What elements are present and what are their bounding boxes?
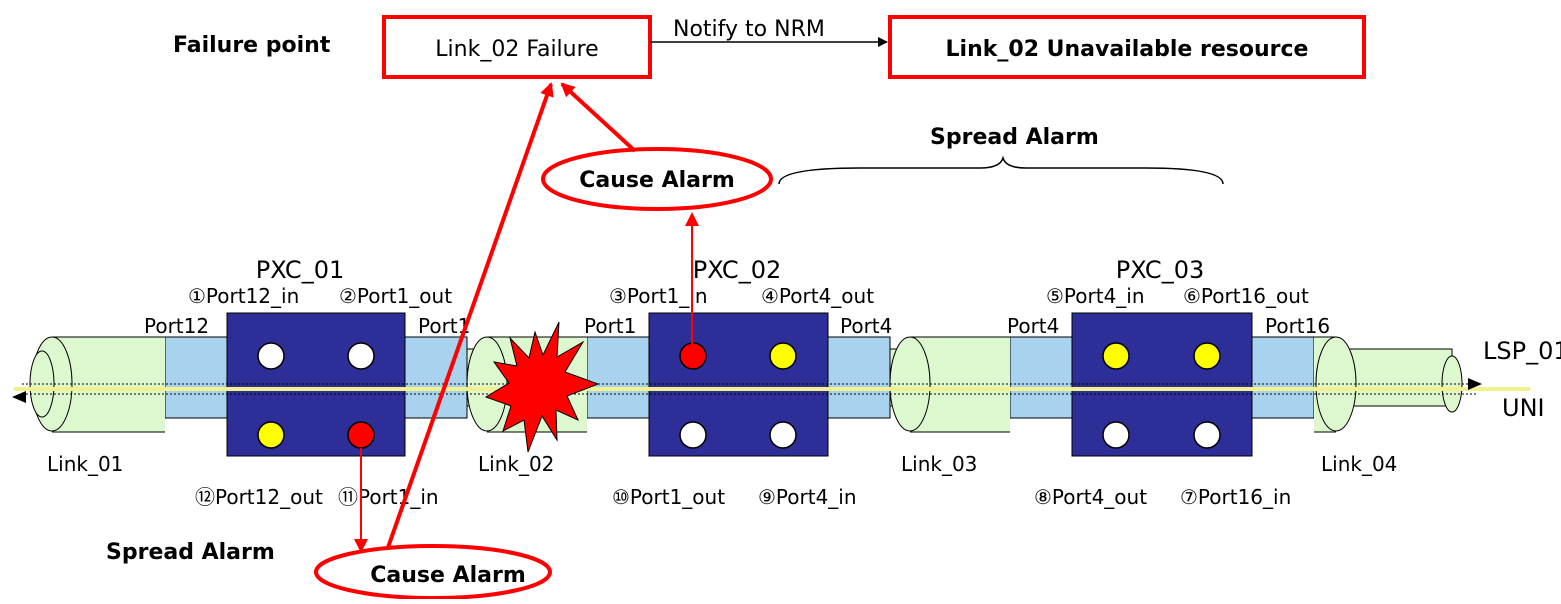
connector bbox=[164, 336, 228, 419]
node-bottom-label: ⑨Port4_in bbox=[758, 485, 857, 509]
port-dot bbox=[257, 342, 285, 370]
cause-alarm-top-ellipse bbox=[541, 147, 773, 211]
notify-label: Notify to NRM bbox=[673, 17, 825, 42]
port-dot bbox=[1102, 342, 1130, 370]
link-label: Link_04 bbox=[1321, 452, 1397, 476]
port-dot bbox=[769, 342, 797, 370]
port-dot bbox=[1102, 421, 1130, 449]
cause-to-failure-arrow bbox=[560, 82, 637, 153]
node-right-port: Port4 bbox=[840, 314, 892, 338]
port-dot bbox=[347, 342, 375, 370]
cause-alarm-top: Cause Alarm bbox=[579, 168, 735, 193]
node-name: PXC_02 bbox=[693, 256, 781, 284]
spread-alarm-top: Spread Alarm bbox=[930, 125, 1099, 150]
node-name: PXC_03 bbox=[1116, 256, 1204, 284]
unavailable-box-text: Link_02 Unavailable resource bbox=[946, 37, 1309, 62]
node-name: PXC_01 bbox=[256, 256, 344, 284]
uni-arrow-right bbox=[1468, 378, 1482, 390]
port-dot bbox=[679, 421, 707, 449]
port-dot bbox=[769, 421, 797, 449]
failure-box bbox=[382, 15, 652, 79]
node-bottom-label: ⑫Port12_out bbox=[195, 485, 323, 509]
cause-alarm-bottom: Cause Alarm bbox=[370, 563, 526, 588]
failure-burst-icon bbox=[484, 321, 600, 453]
cause-bottom-to-failure-arrow bbox=[383, 82, 554, 557]
link-label: Link_03 bbox=[901, 452, 977, 476]
lsp-label: LSP_01 bbox=[1483, 337, 1561, 365]
cause-alarm-bottom-ellipse bbox=[314, 544, 552, 600]
uni-label: UNI bbox=[1502, 394, 1545, 422]
link-label: Link_01 bbox=[47, 452, 123, 476]
spread-alarm-bottom: Spread Alarm bbox=[106, 540, 275, 565]
connector bbox=[586, 336, 650, 419]
port-dot bbox=[679, 342, 707, 370]
node-left-port: Port12 bbox=[144, 314, 209, 338]
connector bbox=[1009, 336, 1073, 419]
node-top-label: ①Port12_in bbox=[188, 284, 299, 308]
node-bottom-label: ⑪Port1_in bbox=[338, 485, 439, 509]
unavailable-box bbox=[888, 15, 1366, 79]
connector bbox=[827, 336, 891, 419]
node-right-port: Port16 bbox=[1265, 314, 1330, 338]
port-dot bbox=[257, 421, 285, 449]
node-left-port: Port4 bbox=[1007, 314, 1059, 338]
uni-arrow-left bbox=[12, 391, 26, 403]
node-bottom-label: ⑦Port16_in bbox=[1180, 485, 1291, 509]
node-top-label: ②Port1_out bbox=[339, 284, 452, 308]
node-left-port: Port1 bbox=[584, 314, 636, 338]
connector bbox=[1251, 336, 1315, 419]
port-dot bbox=[1193, 421, 1221, 449]
port-dot bbox=[1193, 342, 1221, 370]
spread-alarm-brace bbox=[778, 155, 1224, 185]
node-bottom-label: ⑩Port1_out bbox=[612, 485, 725, 509]
failure-box-text: Link_02 Failure bbox=[435, 37, 598, 62]
node-top-label: ⑥Port16_out bbox=[1183, 284, 1309, 308]
link-label: Link_02 bbox=[478, 452, 554, 476]
node-top-label: ④Port4_out bbox=[761, 284, 874, 308]
port-dot bbox=[347, 421, 375, 449]
failure-point-label: Failure point bbox=[173, 33, 331, 58]
node-bottom-label: ⑧Port4_out bbox=[1034, 485, 1147, 509]
node-top-label: ⑤Port4_in bbox=[1046, 284, 1145, 308]
